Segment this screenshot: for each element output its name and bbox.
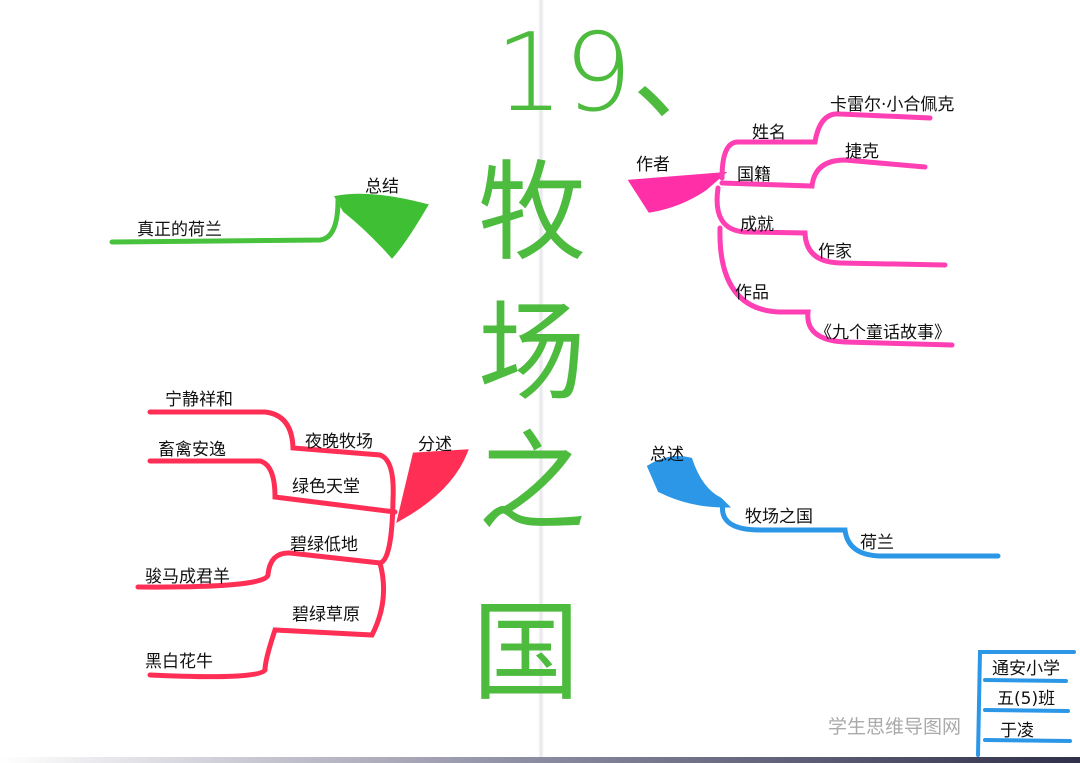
signature-name: 于凌 [1000, 721, 1034, 741]
branch-overview [646, 456, 1001, 559]
branch-author [627, 111, 955, 348]
title-char: 国 [472, 591, 580, 716]
branch-details [135, 409, 469, 680]
details-value: 骏马成君羊 [145, 567, 230, 587]
details-key: 碧绿低地 [290, 535, 358, 555]
bottom-edge [0, 757, 1080, 763]
overview-item: 荷兰 [860, 533, 894, 553]
title-char: 牧 [478, 151, 586, 276]
watermark: 学生思维导图网 [828, 716, 962, 738]
signature-school: 通安小学 [992, 659, 1060, 679]
overview-item: 牧场之国 [745, 507, 813, 527]
summary-label: 总结 [365, 177, 399, 197]
details-key: 绿色天堂 [292, 477, 360, 497]
author-label: 作者 [636, 155, 670, 175]
author-value: 卡雷尔·小合佩克 [830, 95, 954, 115]
title-char: 之 [478, 421, 586, 546]
title-char: 场 [478, 291, 586, 416]
central-title: 19、 牧 场 之 国 [472, 11, 740, 716]
overview-label: 总述 [650, 445, 684, 465]
details-value: 黑白花牛 [145, 652, 213, 672]
author-key: 姓名 [752, 123, 786, 143]
author-key: 作品 [735, 283, 769, 303]
details-key: 碧绿草原 [292, 605, 360, 625]
details-value: 畜禽安逸 [158, 440, 226, 460]
author-value: 《九个童话故事》 [815, 323, 951, 343]
page-fold [538, 0, 544, 763]
details-value: 宁静祥和 [165, 390, 233, 410]
title-number: 19、 [495, 11, 740, 136]
author-value: 捷克 [845, 142, 879, 162]
details-key: 夜晚牧场 [305, 432, 373, 452]
summary-item: 真正的荷兰 [137, 220, 222, 240]
author-key: 成就 [740, 215, 774, 235]
signature-box [976, 650, 1076, 757]
author-key: 国籍 [737, 165, 771, 185]
branch-summary [109, 193, 429, 259]
details-label: 分述 [418, 435, 452, 455]
signature-class: 五(5)班 [997, 689, 1055, 709]
author-value: 作家 [818, 242, 852, 262]
